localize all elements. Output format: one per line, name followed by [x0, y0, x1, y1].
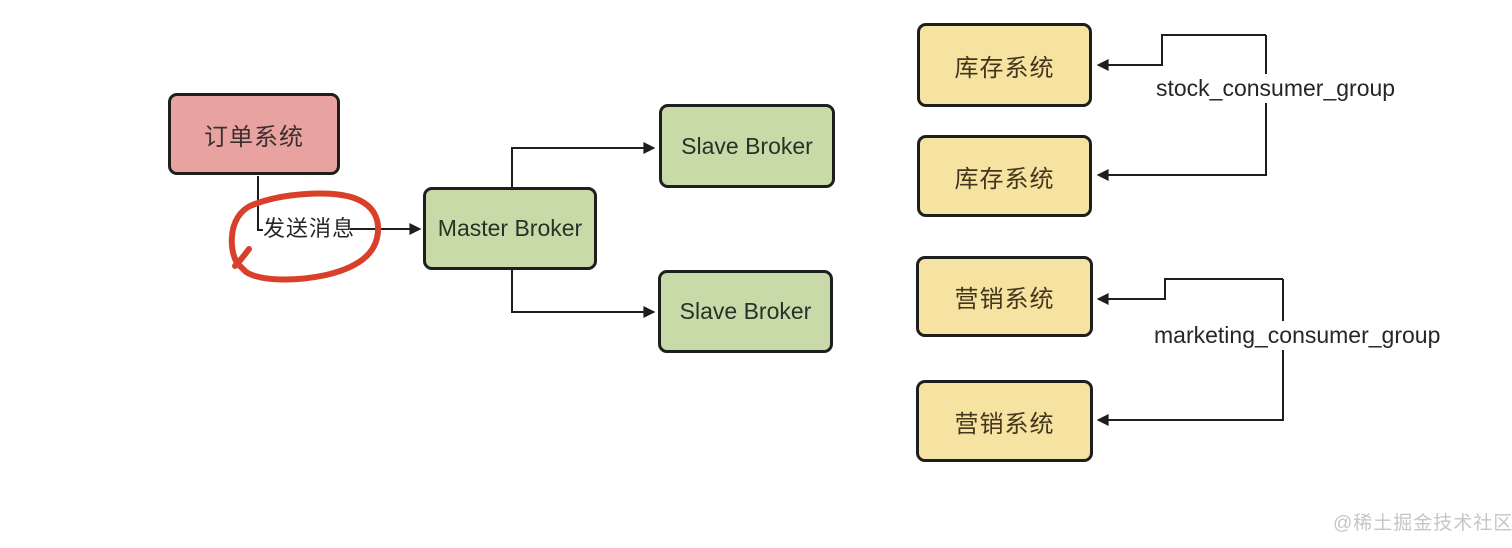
node-marketing-system-2: 营销系统 — [916, 380, 1093, 462]
node-marketing-system-1: 营销系统 — [916, 256, 1093, 337]
connector-order-to-label — [257, 176, 263, 231]
node-stock-system-2: 库存系统 — [917, 135, 1092, 217]
node-order-system: 订单系统 — [168, 93, 340, 175]
connector-master-to-slave-bottom — [511, 269, 656, 318]
node-master-broker: Master Broker — [423, 187, 597, 270]
edge-label-stock-consumer-group: stock_consumer_group — [1152, 74, 1400, 103]
connector-stockgroup-to-stock1 — [1096, 34, 1266, 71]
node-slave-broker-top: Slave Broker — [659, 104, 835, 188]
connector-master-to-slave-top — [511, 142, 656, 188]
watermark: @稀土掘金技术社区 — [1333, 513, 1512, 534]
node-stock-system-1: 库存系统 — [917, 23, 1092, 107]
node-slave-broker-bottom: Slave Broker — [658, 270, 833, 353]
connector-marketinggroup-to-marketing1 — [1096, 278, 1283, 305]
hand-drawn-ellipse — [228, 190, 381, 283]
edge-label-send-message: 发送消息 — [263, 216, 356, 241]
edge-label-marketing-consumer-group: marketing_consumer_group — [1150, 321, 1445, 350]
